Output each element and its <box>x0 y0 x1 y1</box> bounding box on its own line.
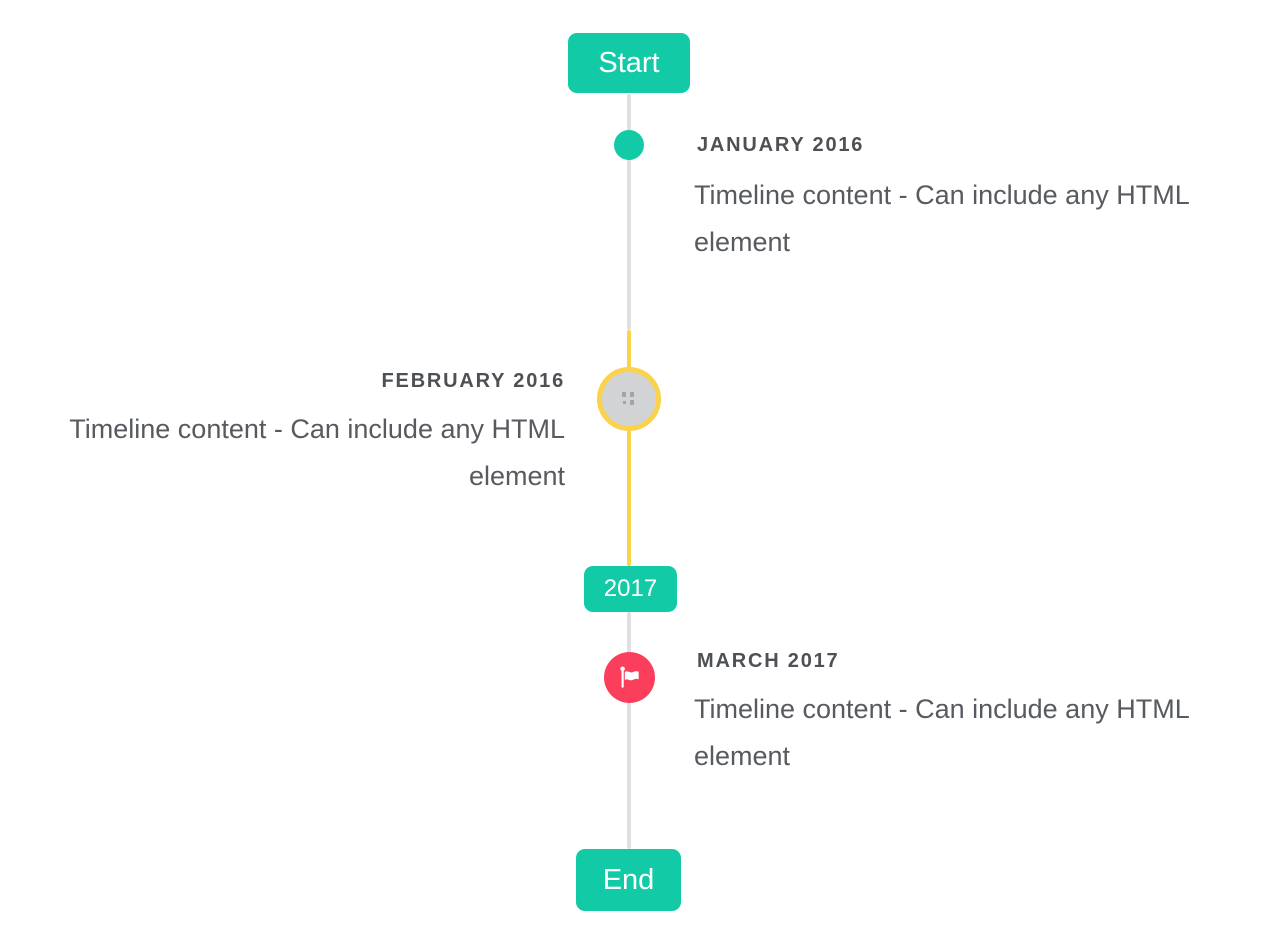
january-dot-marker <box>614 130 644 160</box>
end-badge: End <box>576 849 681 911</box>
entry-content-february: Timeline content - Can include any HTML … <box>69 414 565 491</box>
entry-content-march: Timeline content - Can include any HTML … <box>694 694 1189 771</box>
entry-title-january: JANUARY 2016 <box>697 134 865 156</box>
entry-content-january: Timeline content - Can include any HTML … <box>694 180 1189 257</box>
march-flag-marker <box>604 652 655 703</box>
image-placeholder-icon <box>621 391 634 405</box>
start-badge-label: Start <box>598 46 660 79</box>
year-badge-2017: 2017 <box>584 566 677 612</box>
timeline-line-segment-bottom <box>627 612 631 849</box>
entry-title-march: MARCH 2017 <box>697 650 840 672</box>
timeline-line-segment-highlight <box>627 330 631 566</box>
timeline-line-segment-top <box>627 94 631 330</box>
flag-icon <box>619 666 639 688</box>
year-badge-label: 2017 <box>603 575 658 602</box>
end-badge-label: End <box>602 863 655 896</box>
entry-title-february: FEBRUARY 2016 <box>381 370 565 392</box>
february-image-marker <box>597 367 661 431</box>
start-badge: Start <box>568 33 690 93</box>
